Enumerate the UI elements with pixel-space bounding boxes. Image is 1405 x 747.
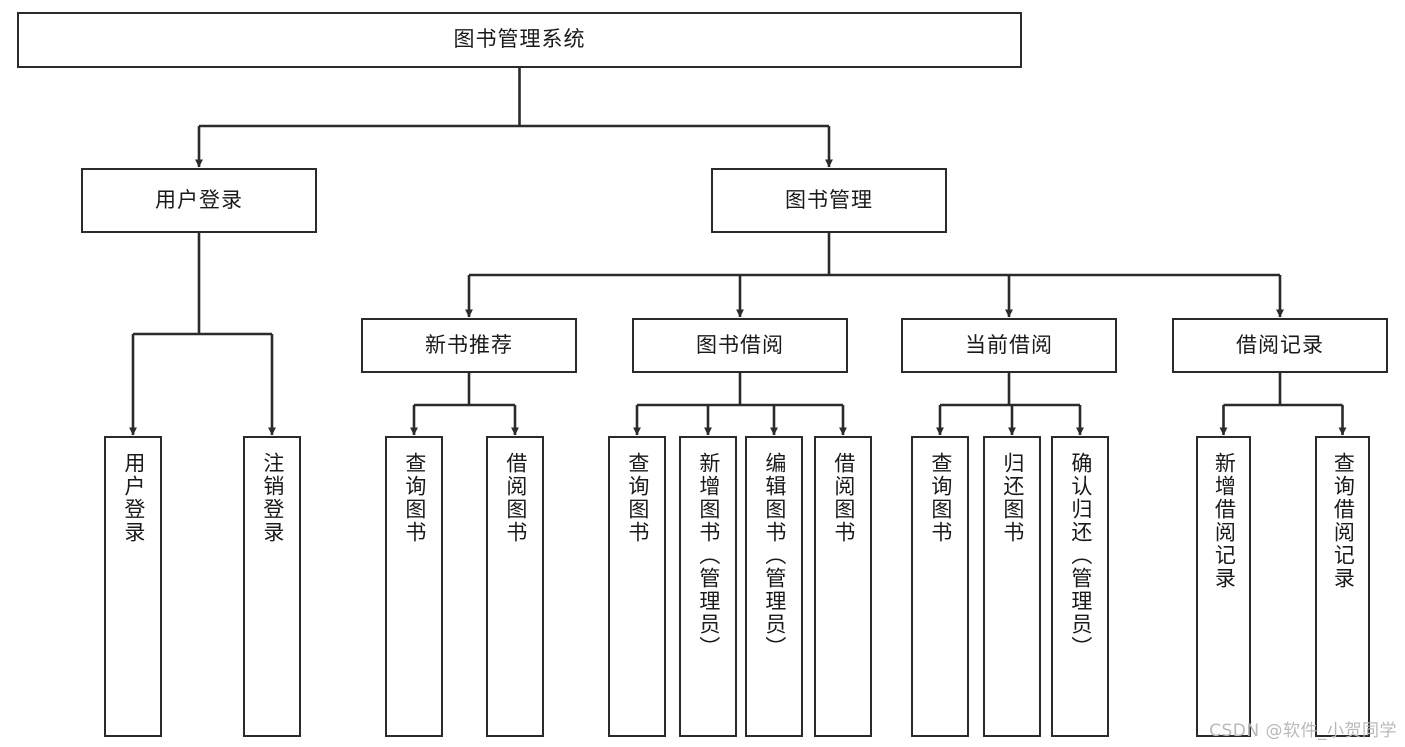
node-label-leaf-rec-query: 查询借阅记录 <box>1331 452 1356 590</box>
node-records[interactable]: 借阅记录 <box>1172 318 1388 373</box>
watermark-text: CSDN @软件_小贺同学 <box>1209 721 1397 741</box>
node-label-login: 用户登录 <box>155 187 243 212</box>
node-label-current: 当前借阅 <box>965 332 1053 357</box>
node-leaf-bk-borrow[interactable]: 借阅图书 <box>814 436 872 737</box>
node-label-leaf-bk-borrow: 借阅图书 <box>831 452 856 544</box>
node-login[interactable]: 用户登录 <box>81 168 317 233</box>
node-label-leaf-cur-confirm: 确认归还（管理员） <box>1068 452 1093 659</box>
node-leaf-user-logout[interactable]: 注销登录 <box>243 436 301 737</box>
node-leaf-bk-query[interactable]: 查询图书 <box>608 436 666 737</box>
node-label-leaf-user-logout: 注销登录 <box>260 452 285 544</box>
node-leaf-bk-add[interactable]: 新增图书（管理员） <box>679 436 737 737</box>
node-leaf-nb-query[interactable]: 查询图书 <box>385 436 443 737</box>
node-newbook[interactable]: 新书推荐 <box>361 318 577 373</box>
node-label-leaf-nb-borrow: 借阅图书 <box>503 452 528 544</box>
node-label-leaf-cur-query: 查询图书 <box>928 452 953 544</box>
node-current[interactable]: 当前借阅 <box>901 318 1117 373</box>
node-leaf-nb-borrow[interactable]: 借阅图书 <box>486 436 544 737</box>
node-label-leaf-cur-return: 归还图书 <box>1000 452 1025 544</box>
node-label-root: 图书管理系统 <box>453 27 586 52</box>
node-leaf-bk-edit[interactable]: 编辑图书（管理员） <box>745 436 803 737</box>
node-leaf-user-login[interactable]: 用户登录 <box>104 436 162 737</box>
node-root[interactable]: 图书管理系统 <box>17 12 1022 68</box>
node-bookmgmt[interactable]: 图书管理 <box>711 168 947 233</box>
node-label-leaf-rec-add: 新增借阅记录 <box>1212 452 1237 590</box>
node-label-newbook: 新书推荐 <box>425 332 513 357</box>
node-label-leaf-bk-add: 新增图书（管理员） <box>696 452 721 659</box>
connector-lines <box>129 68 1347 436</box>
node-leaf-rec-query[interactable]: 查询借阅记录 <box>1315 436 1370 737</box>
node-label-leaf-bk-query: 查询图书 <box>625 452 650 544</box>
node-label-records: 借阅记录 <box>1236 332 1324 357</box>
node-label-leaf-nb-query: 查询图书 <box>402 452 427 544</box>
node-label-leaf-user-login: 用户登录 <box>121 452 146 544</box>
node-leaf-cur-query[interactable]: 查询图书 <box>911 436 969 737</box>
node-leaf-rec-add[interactable]: 新增借阅记录 <box>1196 436 1251 737</box>
node-borrow[interactable]: 图书借阅 <box>632 318 848 373</box>
node-leaf-cur-confirm[interactable]: 确认归还（管理员） <box>1051 436 1109 737</box>
node-label-leaf-bk-edit: 编辑图书（管理员） <box>762 452 787 659</box>
node-label-bookmgmt: 图书管理 <box>785 187 873 212</box>
node-leaf-cur-return[interactable]: 归还图书 <box>983 436 1041 737</box>
node-label-borrow: 图书借阅 <box>696 332 784 357</box>
